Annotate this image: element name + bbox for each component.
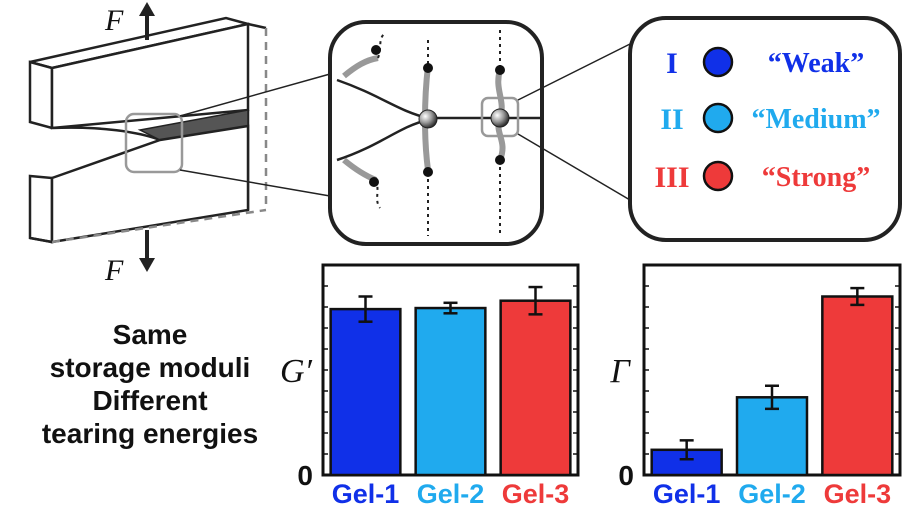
x-tick-label: Gel-2 xyxy=(738,479,806,507)
bar xyxy=(735,396,809,477)
caption-line: Same xyxy=(112,319,188,350)
bar xyxy=(821,295,894,477)
crack-tip-inset xyxy=(328,20,544,246)
legend-swatch xyxy=(702,102,734,134)
force-arrow-bottom xyxy=(139,230,155,272)
legend-items: I “Weak” II “Medium” III “Strong” xyxy=(654,46,881,194)
zoom-line xyxy=(517,43,631,101)
tearing-energy-chart: 0 Γ Gel-1 Gel-2 Gel-3 xyxy=(609,263,902,507)
zoom-line xyxy=(517,133,631,201)
caption-line: tearing energies xyxy=(41,418,259,449)
bar xyxy=(414,306,487,477)
caption: Same storage moduli Different tearing en… xyxy=(0,318,300,450)
y-tick-label: 0 xyxy=(618,460,634,491)
legend-numeral: I xyxy=(666,47,678,80)
legend-numeral: III xyxy=(654,161,689,194)
bar xyxy=(329,307,402,477)
legend-label: “Weak” xyxy=(768,48,864,79)
legend-swatch xyxy=(702,46,734,78)
bar xyxy=(499,299,572,477)
legend-numeral: II xyxy=(660,103,683,136)
y-axis-label: G′ xyxy=(280,353,313,390)
y-tick-label: 0 xyxy=(297,460,313,491)
x-tick-label: Gel-3 xyxy=(502,479,570,507)
zoom-line xyxy=(179,73,331,117)
specimen-illustration xyxy=(28,16,268,244)
storage-modulus-chart: 0 G′ Gel-1 Gel-2 Gel-3 xyxy=(280,263,580,507)
zoom-line xyxy=(179,169,331,197)
caption-line: Different xyxy=(92,385,208,416)
force-label-bottom: F xyxy=(104,254,124,287)
x-tick-label: Gel-1 xyxy=(332,479,400,507)
x-tick-label: Gel-3 xyxy=(824,479,892,507)
bar xyxy=(650,448,723,477)
x-tick-label: Gel-1 xyxy=(653,479,721,507)
legend-box xyxy=(628,16,902,242)
force-label-top: F xyxy=(104,4,124,37)
caption-line: storage moduli xyxy=(49,352,251,383)
legend-swatch xyxy=(702,160,734,192)
x-tick-label: Gel-2 xyxy=(417,479,485,507)
legend-label: “Strong” xyxy=(762,162,870,193)
y-axis-label: Γ xyxy=(609,353,631,390)
force-arrow-top xyxy=(139,2,155,40)
legend-label: “Medium” xyxy=(751,104,880,135)
